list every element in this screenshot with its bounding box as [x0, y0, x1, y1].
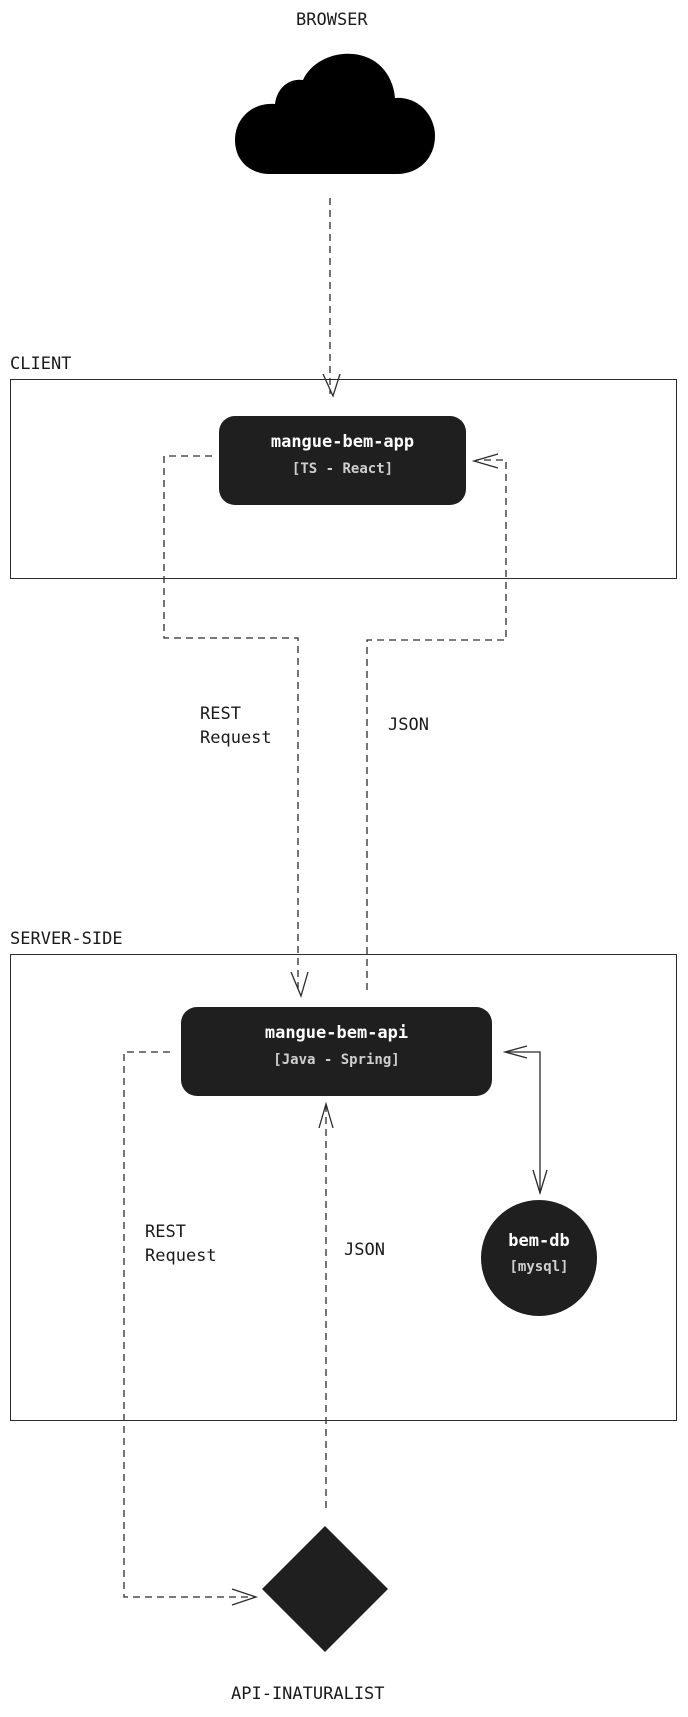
cloud-icon [235, 53, 435, 174]
external-api-label: API-INATURALIST [231, 1684, 385, 1704]
edge-app-to-api-request [163, 455, 299, 994]
server-request-label: REST Request [145, 1222, 217, 1266]
arrowhead-api-to-app-response [471, 453, 499, 469]
client-app-node: mangue-bem-app [TS - React] [219, 416, 466, 505]
server-api-node: mangue-bem-api [Java - Spring] [181, 1007, 492, 1096]
diamond-icon [262, 1526, 388, 1652]
client-response-label: JSON [388, 715, 429, 735]
client-request-label: REST Request [200, 704, 272, 748]
server-zone [10, 954, 677, 1421]
client-zone [10, 379, 677, 579]
server-response-label: JSON [344, 1240, 385, 1260]
browser-label: BROWSER [296, 10, 368, 30]
db-name: bem-db [508, 1231, 570, 1251]
client-app-name: mangue-bem-app [270, 432, 415, 452]
arrowhead-app-to-api-request [290, 971, 309, 998]
arrowhead-api-db-down [532, 1169, 548, 1196]
arrowhead-browser-to-app [322, 373, 341, 398]
arrowhead-api-to-external-request [231, 1588, 259, 1606]
db-node: bem-db [mysql] [481, 1200, 597, 1316]
arrowhead-api-db-left [502, 1045, 528, 1059]
server-api-name: mangue-bem-api [264, 1023, 409, 1043]
edge-api-to-external-request [123, 1051, 254, 1598]
edge-api-db [506, 1051, 541, 1193]
client-zone-label: CLIENT [10, 354, 72, 374]
db-tech: [mysql] [509, 1259, 569, 1275]
client-app-tech: [TS - React] [291, 461, 394, 477]
server-api-tech: [Java - Spring] [273, 1052, 400, 1068]
arrowhead-external-to-api-response [318, 1101, 334, 1129]
server-zone-label: SERVER-SIDE [10, 929, 123, 949]
edge-api-to-app-response [366, 459, 507, 990]
